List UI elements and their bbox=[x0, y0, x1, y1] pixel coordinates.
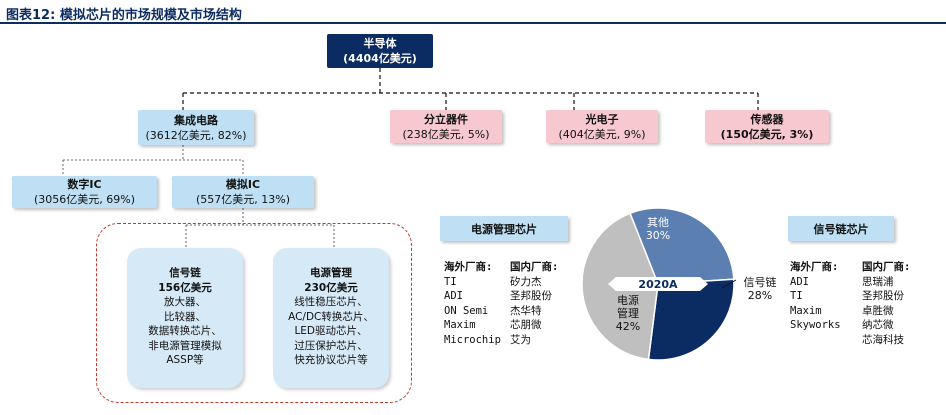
pie-slice-label: 电源 bbox=[617, 293, 639, 307]
vendor-name: ADI bbox=[444, 290, 463, 303]
pie-slice-label: 信号链 bbox=[744, 275, 777, 289]
discrete-label: 分立器件 bbox=[424, 112, 468, 126]
signal-vendors-table: 海外厂商: ADI TI Maxim Skyworks 国内厂商: 思瑞浦 圣邦… bbox=[790, 260, 940, 350]
ic-node: 集成电路 (3612亿美元, 82%) bbox=[138, 110, 254, 145]
signal-chain-item: 比较器、 bbox=[164, 310, 206, 323]
sensor-label: 传感器 bbox=[750, 112, 784, 126]
signal-chain-item: ASSP等 bbox=[166, 354, 204, 366]
signal-chain-item: 非电源管理模拟 bbox=[148, 339, 222, 352]
vendor-name: 芯朋微 bbox=[510, 319, 542, 332]
sensor-node: 传感器 (150亿美元, 3%) bbox=[705, 110, 829, 143]
vendor-name: 圣邦股份 bbox=[862, 290, 904, 303]
analog-ic-value: (557亿美元, 13%) bbox=[195, 193, 291, 206]
opto-node: 光电子 (404亿美元, 9%) bbox=[546, 110, 658, 143]
vendor-name: Maxim bbox=[444, 319, 476, 332]
signal-overseas-column: 海外厂商: ADI TI Maxim Skyworks bbox=[790, 260, 841, 333]
power-management-title: 电源管理 bbox=[310, 267, 352, 279]
power-management-item: AC/DC转换芯片、 bbox=[288, 310, 374, 323]
power-vendors-table: 海外厂商: TI ADI ON Semi Maxim Microchip 国内厂… bbox=[444, 260, 594, 350]
pie-slice-label: 管理 bbox=[617, 306, 639, 320]
signal-chain-panel: 信号链 156亿美元 放大器、 比较器、 数据转换芯片、 非电源管理模拟 ASS… bbox=[127, 248, 243, 388]
pie-slice-percent: 42% bbox=[616, 320, 640, 333]
vendor-name: 矽力杰 bbox=[510, 275, 542, 288]
analog-ic-label: 模拟IC bbox=[225, 178, 261, 191]
vendor-name: ADI bbox=[790, 275, 809, 288]
domestic-label: 国内厂商: bbox=[510, 261, 559, 273]
power-management-item: 线性稳压芯片、 bbox=[294, 296, 368, 308]
digital-ic-value: (3056亿美元, 69%) bbox=[33, 193, 136, 206]
vendor-name: 卓胜微 bbox=[862, 304, 894, 317]
digital-ic-label: 数字IC bbox=[67, 178, 102, 191]
analog-breakdown-frame bbox=[96, 223, 412, 403]
title-divider bbox=[0, 22, 946, 24]
leader-line bbox=[721, 279, 737, 289]
pie-slice bbox=[629, 207, 735, 285]
vendor-name: 艾为 bbox=[510, 333, 531, 346]
year-ribbon bbox=[608, 277, 708, 291]
vendor-name: TI bbox=[790, 290, 803, 303]
semiconductor-value: (4404亿美元) bbox=[343, 52, 417, 65]
digital-ic-node: 数字IC (3056亿美元, 69%) bbox=[12, 176, 157, 208]
signal-domestic-column: 国内厂商: 思瑞浦 圣邦股份 卓胜微 纳芯微 芯海科技 bbox=[862, 260, 910, 348]
vendor-name: Microchip bbox=[444, 333, 501, 346]
pie-year-label: 2020A bbox=[638, 278, 678, 291]
ic-label: 集成电路 bbox=[174, 113, 218, 127]
signal-chain-item: 放大器、 bbox=[164, 296, 206, 308]
vendor-name: ON Semi bbox=[444, 304, 489, 317]
pie-slice-percent: 30% bbox=[646, 229, 670, 242]
power-management-panel: 电源管理 230亿美元 线性稳压芯片、 AC/DC转换芯片、 LED驱动芯片、 … bbox=[273, 248, 389, 388]
ic-value: (3612亿美元, 82%) bbox=[145, 128, 247, 142]
vendor-name: 纳芯微 bbox=[862, 319, 894, 332]
power-domestic-column: 国内厂商: 矽力杰 圣邦股份 杰华特 芯朋微 艾为 bbox=[510, 260, 558, 348]
signal-chain-title: 信号链 bbox=[169, 267, 201, 279]
pie-slice-label: 其他 bbox=[647, 216, 669, 229]
vendor-name: 思瑞浦 bbox=[862, 275, 894, 288]
overseas-label: 海外厂商: bbox=[444, 261, 493, 273]
opto-value: (404亿美元, 9%) bbox=[558, 127, 646, 141]
vendor-name: Skyworks bbox=[790, 319, 841, 332]
power-management-item: 快充协议芯片等 bbox=[294, 354, 368, 366]
figure-title: 图表12: 模拟芯片的市场规模及市场结构 bbox=[6, 8, 242, 23]
signal-chain-item: 数据转换芯片、 bbox=[148, 325, 222, 337]
analog-ic-node: 模拟IC (557亿美元, 13%) bbox=[172, 176, 314, 208]
opto-label: 光电子 bbox=[585, 112, 619, 126]
discrete-node: 分立器件 (238亿美元, 5%) bbox=[390, 110, 502, 143]
pie-slice bbox=[647, 278, 735, 361]
domestic-label: 国内厂商: bbox=[862, 261, 911, 273]
overseas-label: 海外厂商: bbox=[790, 261, 839, 273]
vendor-name: 杰华特 bbox=[510, 304, 542, 317]
vendor-name: TI bbox=[444, 275, 457, 288]
signal-vendors-header: 信号链芯片 bbox=[788, 216, 894, 241]
semiconductor-label: 半导体 bbox=[363, 37, 397, 50]
vendor-name: Maxim bbox=[790, 304, 822, 317]
signal-chain-value: 156亿美元 bbox=[158, 281, 212, 294]
discrete-value: (238亿美元, 5%) bbox=[402, 127, 490, 141]
power-management-item: LED驱动芯片、 bbox=[294, 325, 368, 337]
power-management-item: 过压保护芯片、 bbox=[294, 339, 368, 352]
power-overseas-column: 海外厂商: TI ADI ON Semi Maxim Microchip bbox=[444, 260, 501, 348]
pie-slice-percent: 28% bbox=[748, 289, 772, 302]
vendor-name: 芯海科技 bbox=[862, 333, 904, 346]
sensor-value: (150亿美元, 3%) bbox=[720, 127, 814, 141]
semiconductor-node: 半导体 (4404亿美元) bbox=[327, 34, 433, 68]
power-vendors-header: 电源管理芯片 bbox=[440, 216, 568, 241]
vendor-name: 圣邦股份 bbox=[510, 290, 552, 303]
power-management-value: 230亿美元 bbox=[304, 281, 358, 294]
